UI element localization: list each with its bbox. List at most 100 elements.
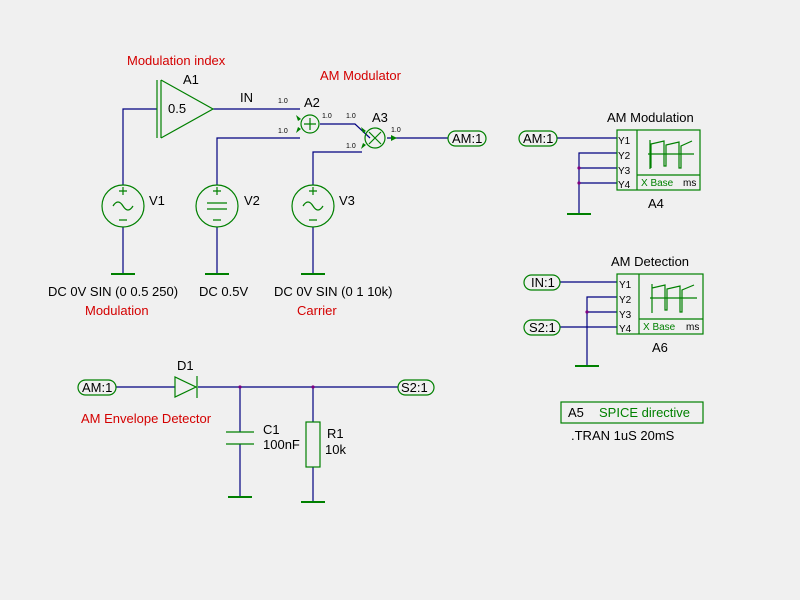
source-v3[interactable]: V3 xyxy=(291,184,355,228)
wire-a2-a3[interactable] xyxy=(320,123,371,139)
scope-body xyxy=(616,273,704,335)
waveform-icon xyxy=(650,284,697,313)
multiplier-icon xyxy=(364,127,386,149)
scope-a6-title: AM Detection xyxy=(611,254,689,269)
gain-labels: 1.0 1.0 1.0 1.0 1.0 1.0 xyxy=(278,98,401,150)
wire-a6-bus[interactable] xyxy=(586,296,617,365)
times-icon xyxy=(368,131,382,145)
c1-ref: C1 xyxy=(263,422,280,437)
a1-ref: A1 xyxy=(183,72,199,87)
junction-dot xyxy=(585,310,589,314)
wire-a4-bus[interactable] xyxy=(578,152,617,213)
resistor-icon xyxy=(305,421,321,468)
net-tag-am1-out[interactable]: AM:1 xyxy=(447,130,487,147)
gain-block-a1[interactable]: 0.5 A1 xyxy=(156,72,215,139)
a1-value: 0.5 xyxy=(168,101,186,116)
gain-label: 1.0 xyxy=(391,127,401,134)
polarity-icon xyxy=(309,187,317,221)
net-tag-s21-scope[interactable]: S2:1 xyxy=(523,319,561,336)
net-tag-in1[interactable]: IN:1 xyxy=(523,274,561,291)
net-tag-s21-detector[interactable]: S2:1 xyxy=(397,379,435,396)
capacitor-c1[interactable]: C1 100nF xyxy=(226,422,300,452)
scope-a4[interactable]: AM Modulation Y1 Y2 Y3 Y4 X Base ms A4 xyxy=(607,110,701,211)
net-tag-label: AM:1 xyxy=(523,131,553,146)
dc-source-icon xyxy=(195,184,239,228)
am-modulator-annotation: AM Modulator xyxy=(320,68,402,83)
wire-v3-a3[interactable] xyxy=(312,151,362,185)
gain-label: 1.0 xyxy=(278,98,288,105)
d1-ref: D1 xyxy=(177,358,194,373)
scope-pin-y4: Y4 xyxy=(619,324,632,335)
am-envelope-detector-annotation: AM Envelope Detector xyxy=(81,411,212,426)
wires xyxy=(116,108,617,502)
wire-v1-a1[interactable] xyxy=(122,108,157,185)
scope-pin-y3: Y3 xyxy=(618,166,631,177)
junction-dot xyxy=(311,385,315,389)
sine-source-icon xyxy=(101,184,145,228)
modulation-index-annotation: Modulation index xyxy=(127,53,226,68)
tag-outline xyxy=(523,319,561,336)
tag-outline xyxy=(77,379,117,396)
scope-a6-ref: A6 xyxy=(652,340,668,355)
source-v2[interactable]: V2 xyxy=(195,184,260,228)
junction-dot xyxy=(577,181,581,185)
polarity-icon xyxy=(119,187,127,221)
net-tag-label: AM:1 xyxy=(82,380,112,395)
v2-spec: DC 0.5V xyxy=(199,284,248,299)
v3-ref: V3 xyxy=(339,193,355,208)
sine-wave-icon xyxy=(302,201,324,211)
gain-label: 1.0 xyxy=(346,143,356,150)
net-tag-am1-scope[interactable]: AM:1 xyxy=(518,130,558,147)
modulation-annotation: Modulation xyxy=(85,303,149,318)
gain-label: 1.0 xyxy=(322,113,332,120)
scope-pin-y2: Y2 xyxy=(619,295,632,306)
net-tag-label: AM:1 xyxy=(452,131,482,146)
wire-v2-a2[interactable] xyxy=(216,137,300,185)
scope-a6[interactable]: AM Detection Y1 Y2 Y3 Y4 X Base ms A6 xyxy=(611,254,704,355)
a5-text: SPICE directive xyxy=(599,405,690,420)
scope-pin-y4: Y4 xyxy=(618,180,631,191)
junctions xyxy=(238,166,589,389)
scope-xbase: X Base xyxy=(641,178,674,189)
tag-outline xyxy=(523,274,561,291)
a5-ref: A5 xyxy=(568,405,584,420)
scope-pin-y2: Y2 xyxy=(618,151,631,162)
source-v1[interactable]: V1 xyxy=(101,184,165,228)
resistor-r1[interactable]: R1 10k xyxy=(305,421,346,468)
scope-a4-title: AM Modulation xyxy=(607,110,694,125)
scope-xbase: X Base xyxy=(643,322,676,333)
grounds xyxy=(111,213,599,503)
summer-a2[interactable]: A2 xyxy=(296,95,320,134)
tag-outline xyxy=(447,130,487,147)
arrow-icon xyxy=(296,115,301,133)
v2-ref: V2 xyxy=(244,193,260,208)
junction-dot xyxy=(238,385,242,389)
scope-body xyxy=(616,129,701,191)
scope-divider xyxy=(636,130,700,190)
polarity-icon xyxy=(213,187,221,221)
diode-d1[interactable]: D1 xyxy=(174,358,198,398)
scope-units: ms xyxy=(683,178,696,189)
net-tag-label: S2:1 xyxy=(401,380,428,395)
plus-icon xyxy=(304,118,316,130)
capacitor-icon xyxy=(226,431,254,445)
multiplier-a3[interactable]: A3 xyxy=(361,110,397,149)
net-tag-label: S2:1 xyxy=(529,320,556,335)
net-tag-am1-detector[interactable]: AM:1 xyxy=(77,379,117,396)
scope-units: ms xyxy=(686,322,699,333)
gain-label: 1.0 xyxy=(278,128,288,135)
a2-ref: A2 xyxy=(304,95,320,110)
spice-directive-a5[interactable]: A5 SPICE directive .TRAN 1uS 20mS xyxy=(560,401,704,443)
scope-pin-y1: Y1 xyxy=(618,136,631,147)
v1-spec: DC 0V SIN (0 0.5 250) xyxy=(48,284,178,299)
r1-value: 10k xyxy=(325,442,346,457)
a3-ref: A3 xyxy=(372,110,388,125)
summer-icon xyxy=(300,114,320,134)
amplifier-icon xyxy=(156,79,215,139)
diode-icon xyxy=(174,376,198,398)
tag-outline xyxy=(397,379,435,396)
directive-box xyxy=(560,401,704,424)
r1-ref: R1 xyxy=(327,426,344,441)
v1-ref: V1 xyxy=(149,193,165,208)
